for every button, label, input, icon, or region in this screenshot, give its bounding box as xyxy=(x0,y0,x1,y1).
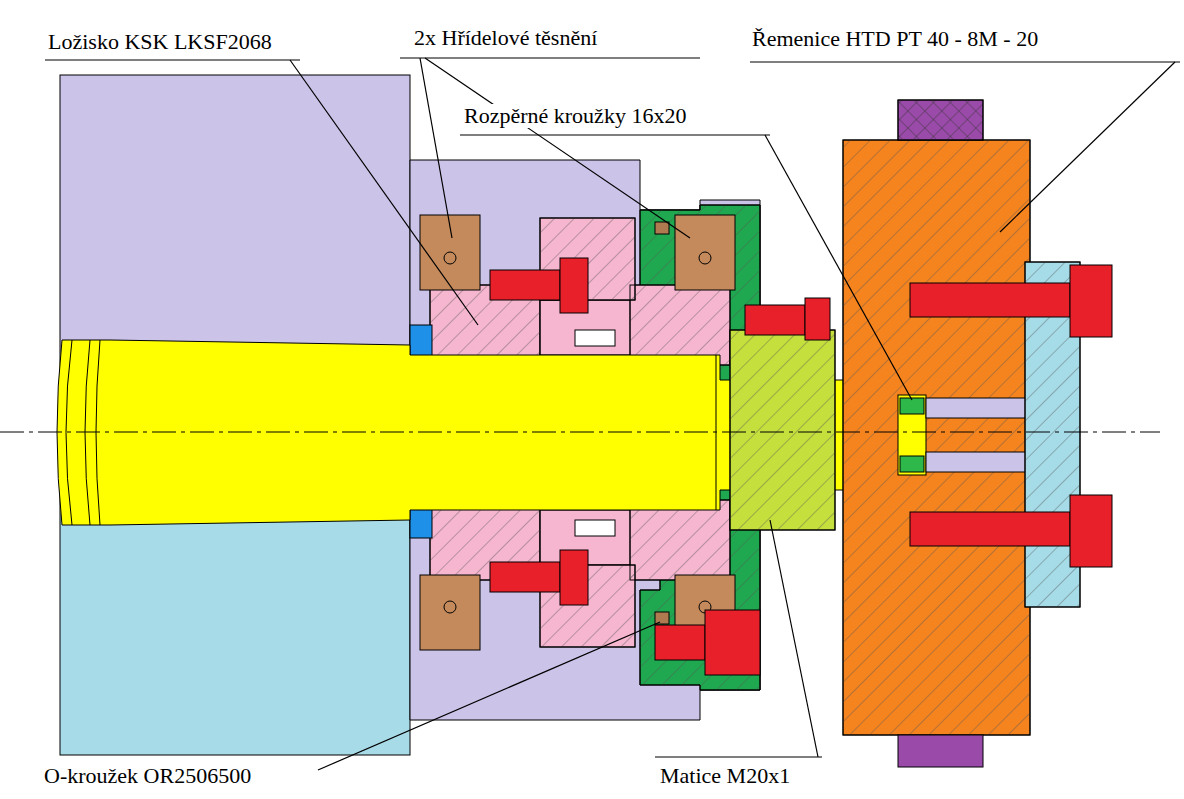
pulley xyxy=(843,100,1080,767)
part-label: O-kroužek OR2506500 xyxy=(42,764,253,788)
axis xyxy=(0,432,1160,433)
part-label: 2x Hřídelové těsnění xyxy=(412,26,599,50)
bolts xyxy=(490,258,1112,675)
nut xyxy=(730,330,835,530)
part-label: Rozpěrné kroužky 16x20 xyxy=(462,104,688,128)
part-label: Řemenice HTD PT 40 - 8M - 20 xyxy=(750,27,1040,51)
part-label: Matice M20x1 xyxy=(658,764,792,788)
part-label: Ložisko KSK LKSF2068 xyxy=(46,30,274,54)
leader-lines xyxy=(45,58,1180,770)
